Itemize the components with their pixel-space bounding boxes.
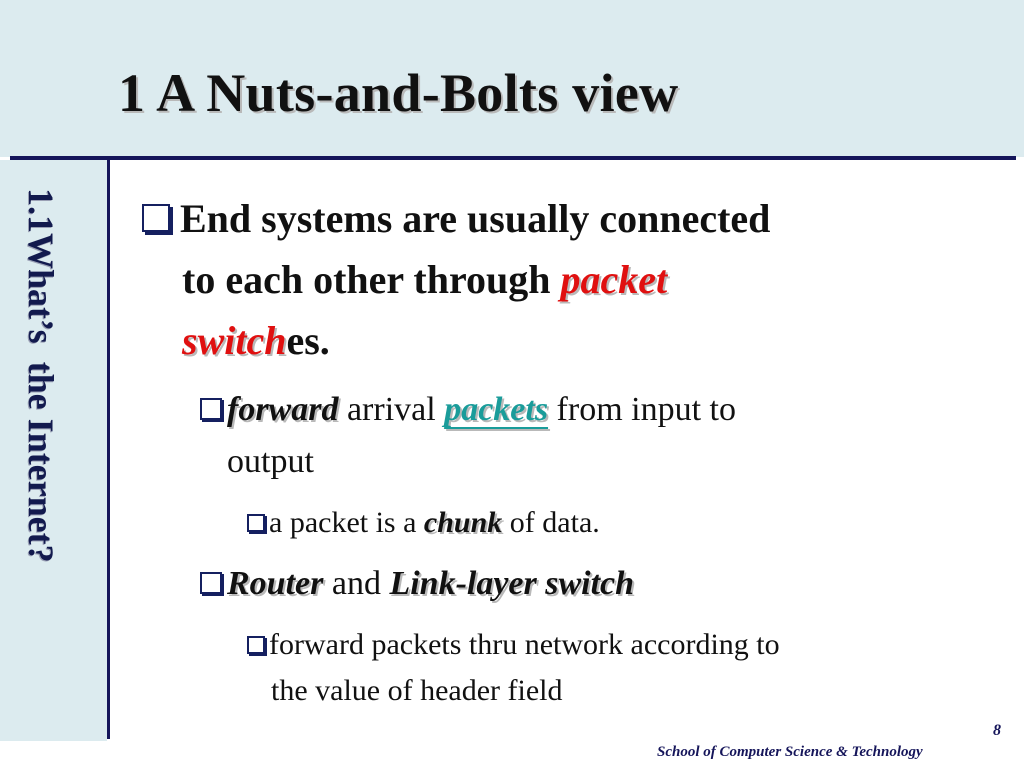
bullet5-line2: the value of header field [271,674,563,707]
emphasis-router: Router [227,565,324,602]
bullet-level3-packet-chunk: a packet is a chunk of data. [247,500,967,546]
title-divider [10,156,1016,160]
bullet-level1-end-systems: End systems are usually connected to eac… [142,188,982,371]
section-side-label: 1.1What’s the Internet? [21,188,61,563]
bullet-level2-router: Router and Link-layer switch [200,558,960,610]
bullet2-line2: output [227,443,314,480]
bullet2-text1: arrival [338,391,445,428]
square-bullet-icon [247,514,265,532]
bullet1-line2: to each other through [182,257,561,302]
square-bullet-icon [247,636,265,654]
emphasis-switch: switch [182,318,287,363]
emphasis-packet: packet [560,257,668,302]
square-bullet-icon [200,572,222,594]
packets-link[interactable]: packets [444,391,549,428]
bullet2-text2: from input to [548,391,736,428]
emphasis-link-layer-switch: Link-layer switch [389,565,635,602]
bullet4-text1: and [323,565,390,602]
footer-text: School of Computer Science & Technology [657,744,923,760]
bullet1-text: End systems are usually connected [180,196,771,241]
bullet-level2-forward: forward arrival packets from input to ou… [200,384,960,488]
page-number: 8 [993,722,1001,739]
bullet3-text1: a packet is a [269,506,424,539]
title-band [0,0,1024,157]
bullet1-suffix: es. [286,318,330,363]
square-bullet-icon [200,398,222,420]
bullet5-line1: forward packets thru network according t… [269,628,780,661]
side-divider [107,157,110,739]
bullet-level3-forward-packets: forward packets thru network according t… [247,622,967,714]
emphasis-forward: forward [227,391,339,428]
bullet3-text2: of data. [502,506,600,539]
slide-title: 1 A Nuts-and-Bolts view [118,63,679,123]
square-bullet-icon [142,204,170,232]
side-band [0,160,107,741]
emphasis-chunk: chunk [423,506,503,539]
